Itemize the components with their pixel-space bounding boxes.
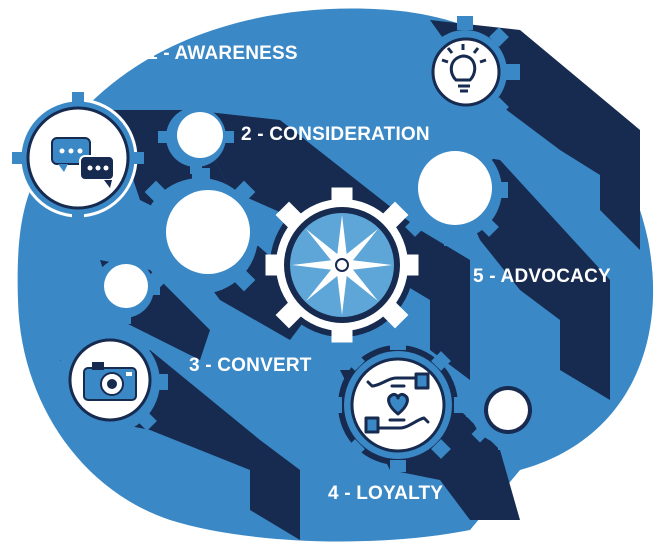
gear-small-right	[466, 370, 544, 450]
gear-consideration	[12, 92, 144, 224]
heart-hands-icon	[364, 372, 430, 434]
gear-teeth	[12, 92, 144, 224]
gear-center-compass	[265, 187, 419, 343]
gear-large-left	[132, 168, 268, 304]
gear-loyalty	[330, 338, 466, 472]
stage-label-consideration: 2 - CONSIDERATION	[241, 124, 430, 145]
camera-icon	[83, 362, 137, 401]
chat-bubbles-icon	[51, 137, 115, 188]
lightbulb-icon	[441, 44, 487, 93]
stage-label-convert: 3 - CONVERT	[189, 355, 312, 376]
stage-label-awareness: 1 - AWARENESS	[147, 43, 298, 64]
gear-right-middle	[396, 134, 508, 246]
stage-label-loyalty: 4 - LOYALTY	[328, 483, 444, 504]
gear-awareness	[410, 16, 520, 128]
gear-small-left	[88, 252, 160, 324]
gear-convert	[48, 322, 168, 442]
gear-small-top	[158, 100, 234, 174]
compass-gear-icon	[292, 215, 392, 315]
stage-label-advocacy: 5 - ADVOCACY	[473, 266, 611, 287]
